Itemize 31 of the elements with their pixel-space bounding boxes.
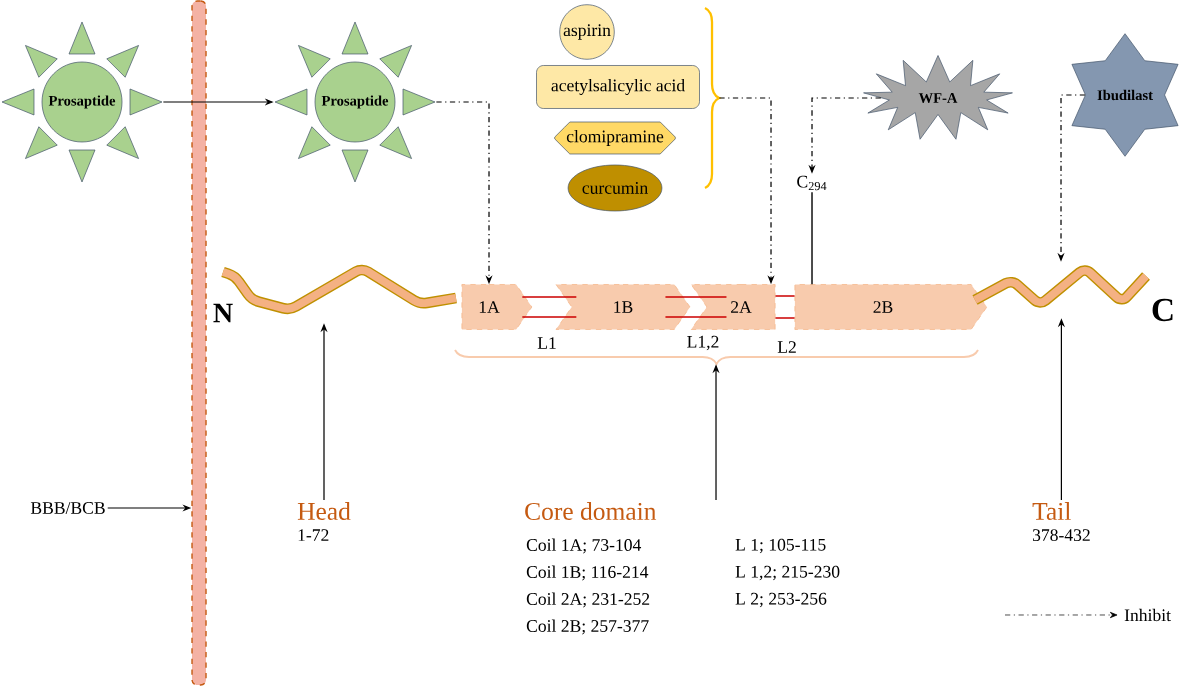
linker-label: L1,2 bbox=[687, 335, 719, 351]
region-title: Core domain bbox=[525, 502, 657, 521]
residue-range: Coil 2B; 257-377 bbox=[526, 619, 649, 635]
linker-line bbox=[664, 296, 728, 318]
residue-range: Coil 1A; 73-104 bbox=[526, 538, 642, 554]
terminus-letter: C bbox=[1152, 298, 1173, 322]
residue-range: L 1,2; 215-230 bbox=[735, 565, 840, 581]
membrane-bar bbox=[191, 0, 207, 686]
linker-label: L1 bbox=[537, 337, 556, 349]
drug-box: acetylsalicylic acid bbox=[536, 65, 700, 109]
legend-text: Inhibit bbox=[1124, 608, 1171, 622]
tail-ribbon bbox=[972, 265, 1150, 308]
linker-line bbox=[521, 296, 578, 318]
linker-line bbox=[774, 295, 796, 319]
residue-range: L 2; 253-256 bbox=[735, 592, 827, 608]
linker-label: L2 bbox=[777, 341, 796, 353]
curly-brace bbox=[704, 7, 721, 189]
region-label: Tail 378-432 bbox=[1032, 502, 1090, 542]
coil-segment: 2B bbox=[794, 284, 988, 330]
connector-line bbox=[811, 191, 813, 285]
coil-segment: 2A bbox=[690, 284, 776, 330]
drug-octagon: clomipramine bbox=[554, 121, 676, 155]
coil-segment: 1B bbox=[555, 284, 691, 330]
barrier-label: BBB/BCB bbox=[30, 502, 105, 514]
residue-range: L 1; 105-115 bbox=[735, 538, 826, 554]
residue-range: Coil 1B; 116-214 bbox=[526, 565, 649, 581]
coil-segment: 1A bbox=[461, 284, 533, 330]
terminus-letter: N bbox=[213, 303, 233, 323]
residue-label: C$_{294}$ bbox=[797, 175, 827, 191]
region-label: Head 1-72 bbox=[297, 502, 351, 541]
residue-range: Coil 2A; 231-252 bbox=[526, 592, 650, 608]
